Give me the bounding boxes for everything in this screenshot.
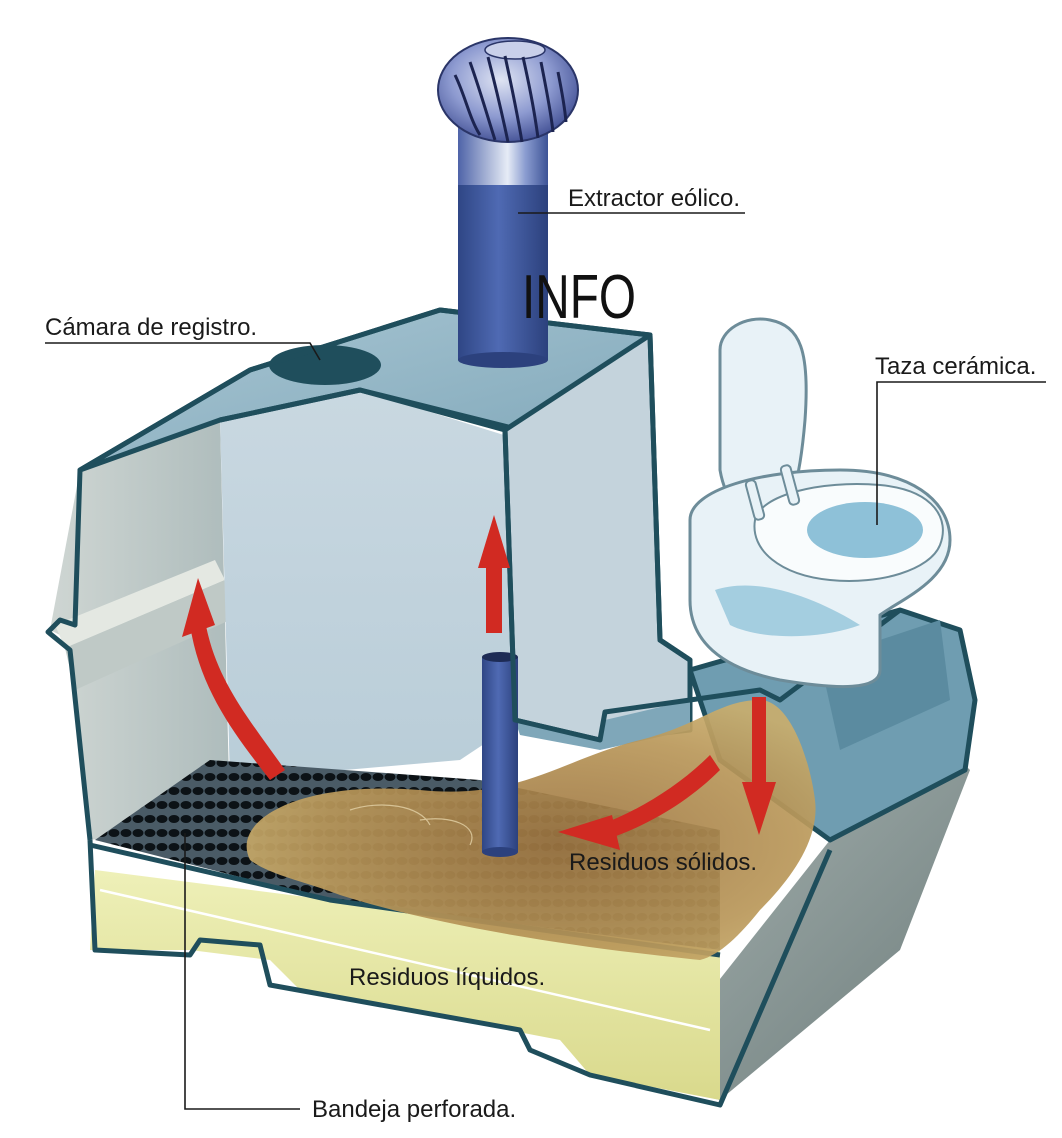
liquid-waste-chamber [87,839,833,1108]
label-solidos: Residuos sólidos. [569,849,757,876]
toilet-water [807,502,923,558]
down-arrow-icon [742,697,776,835]
label-liquidos: Residuos líquidos. [349,964,545,991]
airflow-arrows [182,515,776,850]
up-arrow-icon [478,515,510,633]
tank-inner-edge [219,387,691,743]
toilet-icon [688,317,952,688]
tank-inner-chamber [220,390,520,780]
wind-turbine-icon [437,37,579,143]
tank-outline [45,307,902,841]
label-info: INFO [522,263,636,332]
registry-chamber-opening [269,345,381,385]
label-camara: Cámara de registro. [45,314,257,341]
curved-arrow-icon [182,578,285,780]
solid-waste-mass [246,700,816,960]
label-bandeja: Bandeja perforada. [312,1096,516,1123]
tank-left-wall [50,420,230,840]
label-extractor: Extractor eólico. [568,185,740,212]
leader-lines [45,212,1046,1110]
curved-arrow-icon [558,755,720,850]
label-taza: Taza cerámica. [875,353,1036,380]
